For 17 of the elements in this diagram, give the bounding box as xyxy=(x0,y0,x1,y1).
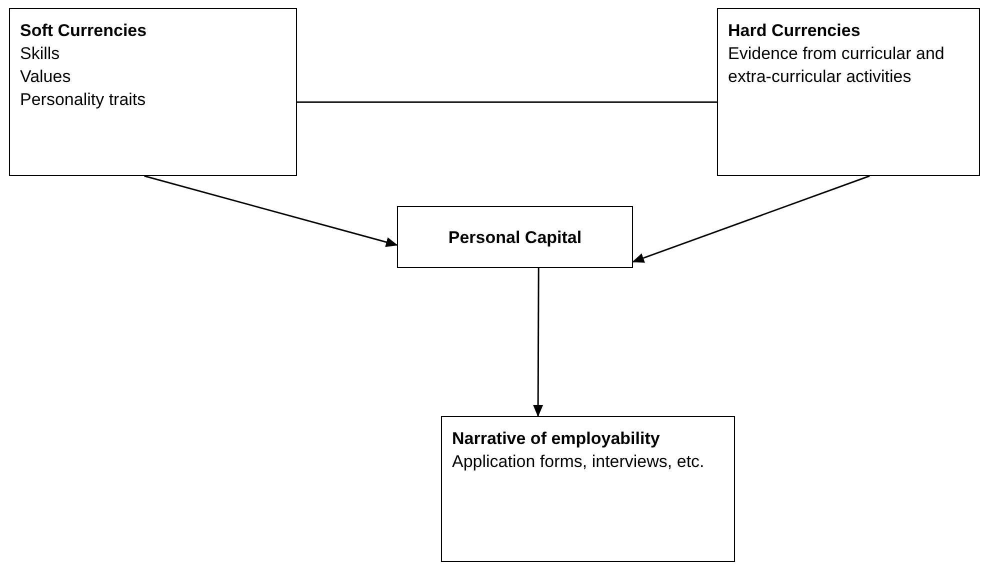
arrow xyxy=(533,268,544,417)
text-box xyxy=(717,8,980,176)
arrow xyxy=(144,175,398,247)
box-heading: Narrative of employability xyxy=(452,428,660,450)
box-heading: Personal Capital xyxy=(448,226,582,248)
text-box xyxy=(441,416,735,562)
box-text: Personality traits xyxy=(20,89,146,111)
box-text: Skills xyxy=(20,43,60,65)
text-box xyxy=(397,206,633,268)
connector-line xyxy=(297,101,717,103)
text-box xyxy=(9,8,297,176)
box-heading: Hard Currencies xyxy=(728,20,860,42)
box-text: Application forms, interviews, etc. xyxy=(452,451,704,473)
box-text: Values xyxy=(20,66,71,88)
arrow xyxy=(632,175,870,263)
box-heading: Soft Currencies xyxy=(20,20,147,42)
box-text: Evidence from curricular and extra-curricular activities xyxy=(728,43,946,88)
